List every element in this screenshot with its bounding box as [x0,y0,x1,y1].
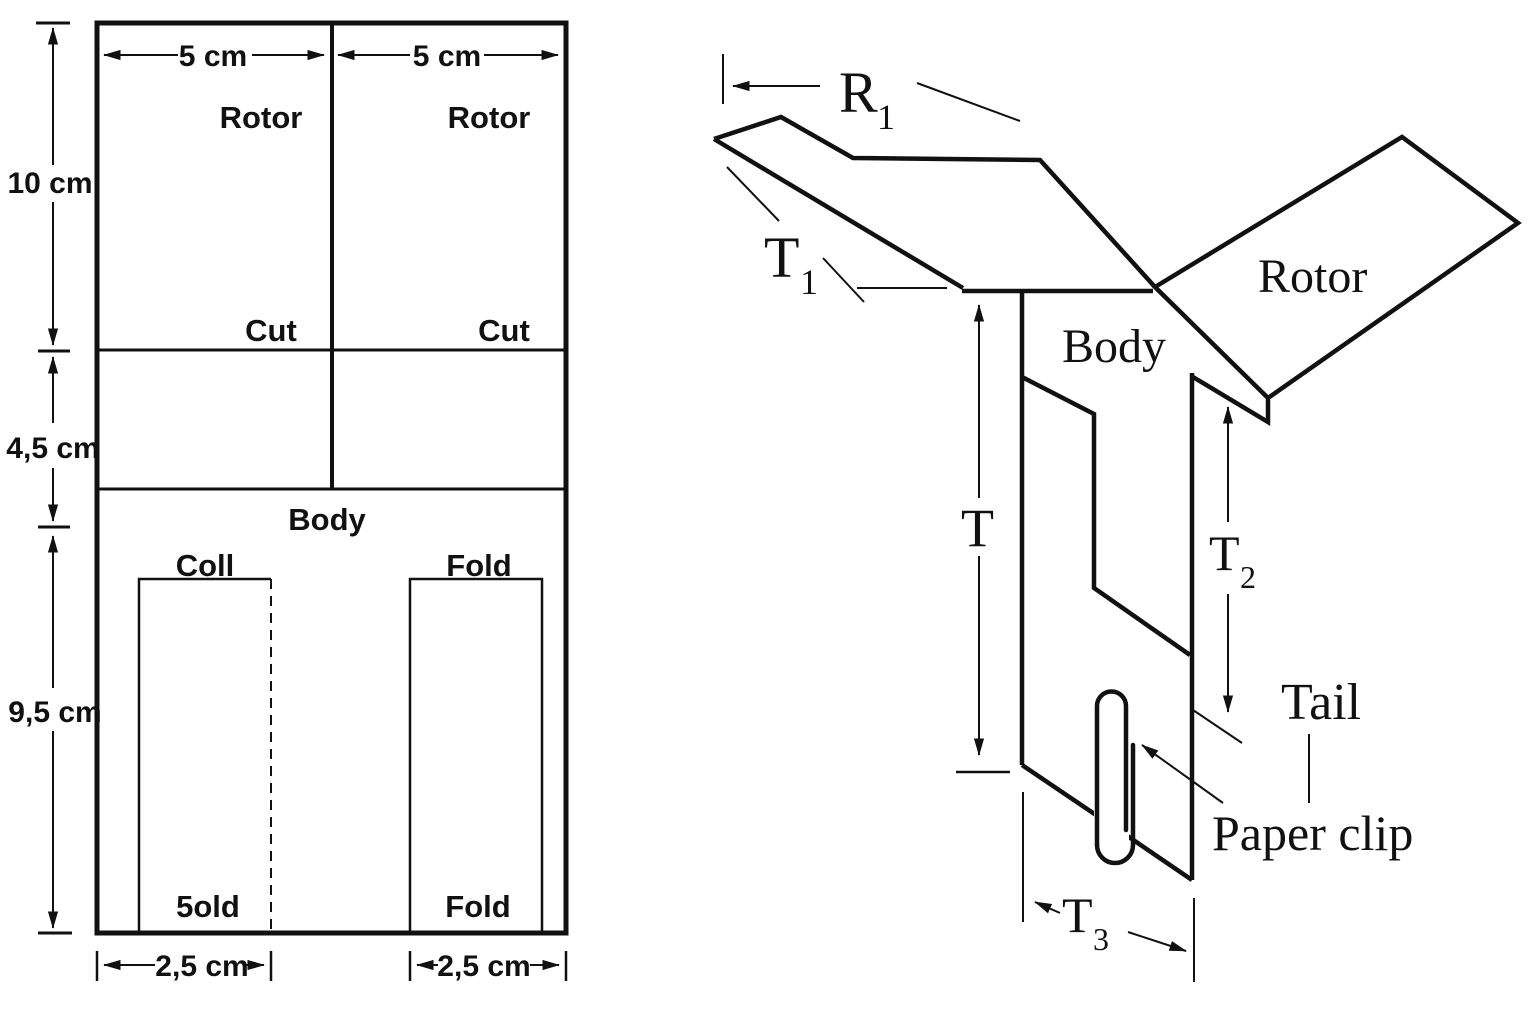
t3-arrow-right [1127,931,1187,952]
label-body: Body [1062,320,1166,373]
top-dimensions: 5 cm 5 cm [103,40,559,73]
dim-label-5cm-left: 5 cm [179,40,247,73]
r1-label: R [839,60,878,125]
t-label: T [961,498,994,558]
label-tail: Tail [1281,674,1361,731]
label-rotor-left: Rotor [220,100,303,135]
body-fold-edges [1020,374,1192,657]
paper-clip-inner-wire [1094,742,1136,866]
rotor-right-outline [1151,134,1522,401]
t2-label: T [1209,525,1240,581]
body-bottom-edge-2 [1124,833,1194,882]
t3-dimension: T 3 [1022,792,1195,982]
t3-label: T [1062,887,1093,943]
label-cut-left: Cut [245,313,297,348]
label-fold-bottom-right: Fold [445,889,510,924]
t1-label-sub: 1 [800,262,818,302]
t1-leader-upper [726,166,780,222]
dim-label-45cm: 4,5 cm [6,432,99,465]
paper-clip [1094,685,1136,866]
body-bottom-edge-1 [1020,763,1098,817]
paper-clip-leader-arrow [1141,744,1224,804]
t1-dimension: T 1 [726,166,865,303]
bottom-dimensions: 2,5 cm 2,5 cm [95,950,568,983]
fold-rect-left [137,577,271,933]
label-rotor: Rotor [1258,250,1367,303]
label-fold-bottom-left: 5old [176,889,240,924]
t-dimension: T [857,287,1010,774]
r1-leader [916,82,1021,122]
left-dimension-column: 10 cm 4,5 cm 9,5 cm [6,21,102,935]
dim-label-10cm: 10 cm [7,167,92,200]
dim-label-25cm-left: 2,5 cm [155,950,248,983]
fold-rect-right [408,577,544,933]
r1-label-sub: 1 [877,97,895,137]
assembled-helicopter-diagram: R 1 T 1 T T 2 [712,54,1522,982]
label-fold-top-left: Coll [176,548,235,583]
dim-label-25cm-right: 2,5 cm [437,950,530,983]
t2-extension-line [1192,709,1243,744]
t3-label-sub: 3 [1093,921,1109,957]
label-fold-top-right: Fold [446,548,511,583]
label-cut-right: Cut [478,313,530,348]
rotor-left-top-edge [713,114,1157,289]
r1-dimension: R 1 [722,54,1021,137]
t1-label: T [764,225,799,290]
tail-tab [1191,375,1271,426]
t2-label-sub: 2 [1240,559,1256,595]
rotor-left-bottom-edge [712,137,965,290]
t2-dimension: T 2 [1192,406,1256,744]
paper-clip-outer-wire [1094,689,1129,848]
dim-label-5cm-right: 5 cm [413,40,481,73]
flat-template-diagram: 10 cm 4,5 cm 9,5 cm 5 cm 5 cm 2,5 cm 2,5… [6,20,569,983]
paper-clip-fill [1094,685,1129,866]
t1-leader-lower [822,257,865,303]
label-body: Body [288,502,366,537]
t3-arrow-left [1034,901,1061,914]
label-rotor-right: Rotor [448,100,531,135]
label-paper-clip: Paper clip [1212,805,1413,861]
dim-label-95cm: 9,5 cm [8,696,101,729]
